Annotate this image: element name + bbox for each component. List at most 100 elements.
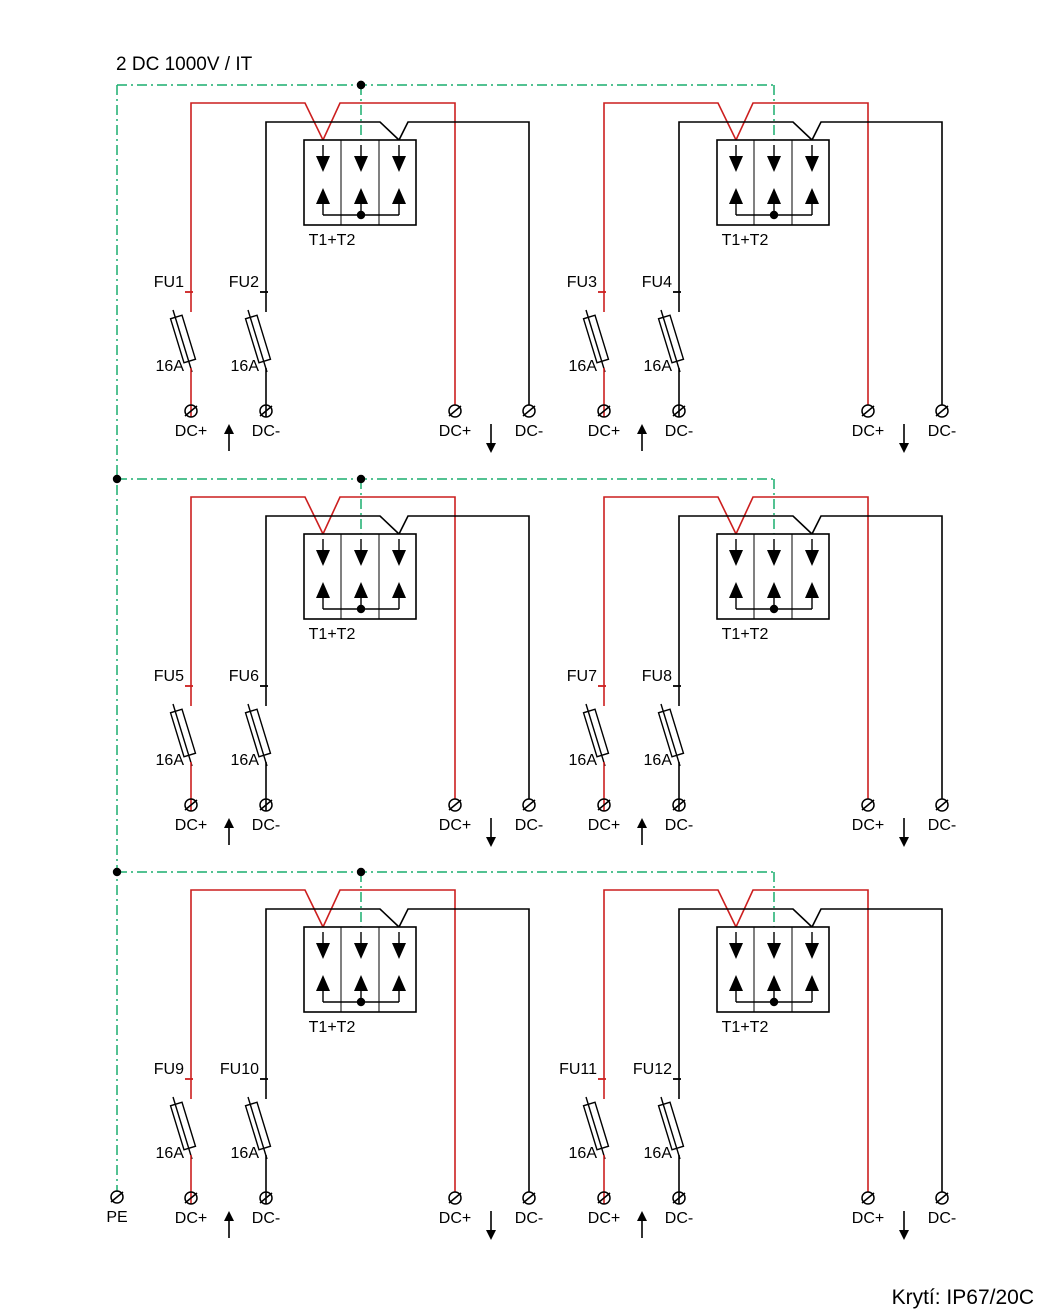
terminal-label: DC- <box>665 423 693 440</box>
fuse-icon <box>582 1078 610 1204</box>
fuse-body <box>169 708 197 758</box>
terminal-slash <box>672 1192 686 1204</box>
spd-arrow <box>805 550 819 566</box>
fuse-label-neg: FU12 <box>633 1061 672 1078</box>
fuse-element <box>172 309 193 373</box>
terminal-icon <box>672 1191 686 1205</box>
fuse-rating: 16A <box>156 1145 185 1162</box>
terminal-slash <box>184 405 198 417</box>
terminal-icon <box>522 404 536 418</box>
terminal-icon <box>861 798 875 812</box>
terminal-icon <box>448 404 462 418</box>
fuse-body <box>244 1101 272 1151</box>
fuse-element <box>172 703 193 767</box>
surge-label: T1+T2 <box>722 1019 769 1036</box>
fuse-element <box>172 1096 193 1160</box>
arrow-down-icon <box>486 1211 496 1240</box>
surge-label: T1+T2 <box>309 232 356 249</box>
terminal-ring <box>184 404 198 418</box>
terminal-label: DC+ <box>588 817 620 834</box>
terminal-icon <box>522 1191 536 1205</box>
spd-arrow <box>354 975 368 991</box>
arrow-up-icon <box>637 424 647 451</box>
terminal-slash <box>184 1192 198 1204</box>
terminal-label: DC- <box>252 423 280 440</box>
terminal-slash <box>672 405 686 417</box>
terminal-ring <box>672 1191 686 1205</box>
terminal-label: DC+ <box>588 1210 620 1227</box>
fuse-element <box>585 1096 606 1160</box>
fuse-icon <box>169 1078 197 1204</box>
fuse-icon <box>169 291 197 417</box>
terminal-slash <box>110 1191 124 1203</box>
terminal-ring <box>259 798 273 812</box>
spd-arrow <box>316 550 330 566</box>
arrow-down-icon <box>899 818 909 847</box>
terminal-label: DC- <box>515 1210 543 1227</box>
fuse-icon <box>244 1078 272 1204</box>
diagram-title: 2 DC 1000V / IT <box>116 54 253 75</box>
terminal-icon <box>672 798 686 812</box>
fuse-icon <box>582 685 610 811</box>
terminal-icon <box>935 404 949 418</box>
terminal-icon <box>259 798 273 812</box>
fuse-element <box>585 703 606 767</box>
terminal-ring <box>110 1190 124 1204</box>
fuse-rating: 16A <box>644 752 673 769</box>
terminal-label: DC- <box>515 423 543 440</box>
terminal-ring <box>522 798 536 812</box>
terminal-slash <box>259 1192 273 1204</box>
fuse-element <box>247 703 268 767</box>
spd-arrow <box>316 188 330 204</box>
spd-arrow <box>354 188 368 204</box>
arrow-up-icon <box>224 424 234 451</box>
spd-junction-dot <box>771 606 777 612</box>
spd-arrow <box>316 975 330 991</box>
arrow-head <box>224 1211 234 1221</box>
fuse-element <box>660 309 681 373</box>
fuse-icon <box>657 291 685 417</box>
terminal-icon <box>597 798 611 812</box>
terminal-ring <box>935 798 949 812</box>
fuse-rating: 16A <box>644 1145 673 1162</box>
terminal-slash <box>448 405 462 417</box>
terminal-ring <box>184 798 198 812</box>
fuse-element <box>585 309 606 373</box>
terminal-slash <box>259 405 273 417</box>
spd-arrow <box>767 582 781 598</box>
fuse-rating: 16A <box>231 752 260 769</box>
terminal-slash <box>935 1192 949 1204</box>
spd-junction-dot <box>358 999 364 1005</box>
spd-arrow <box>354 156 368 172</box>
spd-arrow <box>354 943 368 959</box>
fuse-body <box>582 314 610 364</box>
terminal-label: DC- <box>665 817 693 834</box>
terminal-label: DC+ <box>852 1210 884 1227</box>
arrow-down-icon <box>899 424 909 453</box>
terminal-ring <box>597 798 611 812</box>
terminal-slash <box>522 1192 536 1204</box>
terminal-slash <box>935 405 949 417</box>
surge-protector <box>303 139 417 226</box>
terminal-icon <box>861 404 875 418</box>
surge-label: T1+T2 <box>722 626 769 643</box>
enclosure-rating: Krytí: IP67/20C <box>891 1286 1034 1309</box>
fuse-label-pos: FU11 <box>559 1061 597 1078</box>
fuse-rating: 16A <box>231 1145 260 1162</box>
terminal-ring <box>448 1191 462 1205</box>
fuse-icon <box>244 685 272 811</box>
arrow-head <box>224 424 234 434</box>
spd-arrow <box>729 550 743 566</box>
spd-arrow <box>767 550 781 566</box>
surge-protector <box>303 533 417 620</box>
terminal-ring <box>597 404 611 418</box>
terminal-label: DC+ <box>852 423 884 440</box>
surge-label: T1+T2 <box>309 1019 356 1036</box>
fuse-element <box>247 309 268 373</box>
fuse-element <box>247 1096 268 1160</box>
